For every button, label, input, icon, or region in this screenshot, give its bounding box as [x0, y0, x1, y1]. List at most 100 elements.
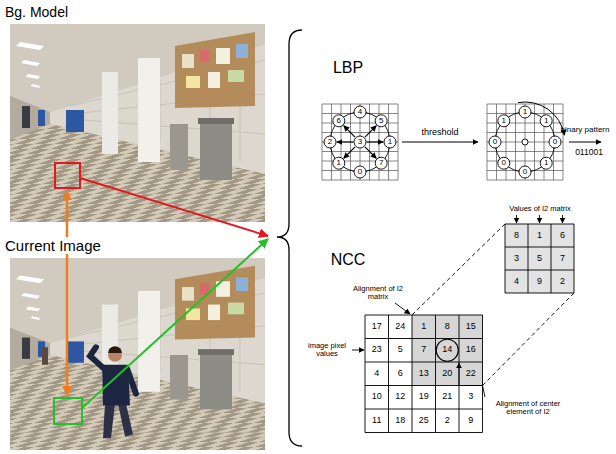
center-value: 3 — [358, 138, 362, 147]
illustration-part — [539, 215, 540, 223]
illustration-part — [354, 136, 366, 148]
illustration-part — [127, 369, 136, 394]
illustration-part — [354, 106, 366, 118]
illustration-part — [10, 258, 265, 450]
grid-cell: 23 — [372, 345, 382, 355]
grid-cell: 13 — [419, 369, 429, 379]
illustration-part — [518, 102, 564, 135]
illustration-part — [384, 136, 396, 148]
illustration-part — [352, 350, 364, 351]
illustration-part — [375, 115, 387, 127]
grid-cell: 10 — [372, 392, 382, 402]
green-patch — [54, 398, 82, 424]
section-title: NCC — [331, 251, 366, 269]
illustration-part — [352, 215, 563, 397]
matrix-caption: Values of I2 matrix — [509, 205, 571, 213]
person — [42, 346, 136, 438]
illustration-part — [505, 224, 574, 293]
grid-cell: 18 — [395, 416, 405, 426]
matrix-cell: 2 — [560, 277, 565, 287]
illustration-part — [412, 315, 483, 386]
illustration-part — [562, 215, 563, 223]
illustration-part — [365, 126, 376, 137]
illustration-part — [108, 346, 122, 353]
grid-cell: 5 — [398, 345, 403, 355]
callout-label: Alignment of I2 matrix — [349, 285, 407, 302]
comparison-arrow — [66, 191, 69, 395]
curly-brace — [277, 30, 302, 446]
grid-cell: 15 — [466, 322, 476, 332]
illustration-part — [516, 215, 517, 223]
binary-value: 0 — [502, 159, 506, 168]
illustration-part — [498, 115, 510, 127]
illustration-part — [365, 315, 483, 433]
image-heading: Bg. Model — [3, 4, 70, 20]
neighbor-value: 4 — [358, 108, 362, 117]
illustration-part — [103, 403, 115, 438]
grid-cell: 21 — [442, 392, 452, 402]
red-patch — [55, 163, 80, 188]
binary-value: 1 — [523, 108, 527, 117]
illustration-part — [354, 166, 366, 178]
illustration-part — [344, 126, 355, 137]
red-arrow — [80, 178, 268, 236]
grid-cell: 12 — [395, 392, 405, 402]
grid-cell: 17 — [372, 322, 382, 332]
grid-cell: 3 — [468, 392, 473, 402]
binary-value: 0 — [553, 138, 557, 147]
illustration-part — [330, 112, 390, 172]
illustration-part — [42, 347, 48, 364]
grid-cell: 8 — [445, 322, 450, 332]
grid-cell: 14 — [442, 345, 452, 355]
matrix-cell: 6 — [560, 231, 565, 241]
binary-code: 011001 — [575, 148, 603, 157]
grid-cell: 4 — [374, 369, 379, 379]
illustration-part — [324, 136, 336, 148]
grid-cell: 1 — [421, 322, 426, 332]
grid-cell: 6 — [398, 369, 403, 379]
grid-cell: 7 — [421, 345, 426, 355]
binary-value: 0 — [523, 168, 527, 177]
background-photo — [10, 24, 265, 222]
illustration-part — [489, 136, 501, 148]
neighbor-value: 5 — [379, 116, 383, 125]
illustration-part — [395, 303, 410, 314]
neighbor-value: 2 — [328, 138, 332, 147]
binary-value: 1 — [502, 116, 506, 125]
grid-cell: 11 — [372, 416, 381, 426]
illustration-part — [505, 224, 574, 293]
neighbor-value: 1 — [337, 159, 341, 168]
illustration-part — [337, 126, 383, 159]
green-arrow — [82, 239, 268, 408]
illustration-part — [367, 141, 383, 142]
illustration-part — [540, 157, 552, 169]
grid-cell: 2 — [445, 416, 450, 426]
illustration-part — [412, 224, 574, 386]
illustration-part — [322, 104, 398, 180]
neighbor-value: 0 — [358, 168, 362, 177]
matrix-cell: 5 — [537, 254, 542, 264]
binary-value: 1 — [544, 116, 548, 125]
output-label: binary pattern — [561, 126, 610, 135]
photo-panel: Bg. Model — [10, 24, 265, 222]
illustration-part — [333, 115, 345, 127]
illustration-part — [436, 339, 458, 361]
binary-value: 0 — [493, 138, 497, 147]
grid-cell: 20 — [442, 369, 452, 379]
arrow-label: threshold — [421, 128, 458, 138]
matrix-cell: 4 — [514, 277, 519, 287]
binary-value: 1 — [544, 159, 548, 168]
illustration-part — [118, 403, 133, 436]
image-heading: Current Image — [3, 237, 103, 254]
illustration-part — [549, 136, 561, 148]
lbp-figure — [322, 102, 601, 180]
illustration-part — [522, 139, 528, 145]
illustration-part — [519, 166, 531, 178]
illustration-part — [375, 157, 387, 169]
grid-cell: 16 — [466, 345, 476, 355]
grid-cell: 9 — [468, 416, 473, 426]
ncc-figure — [352, 215, 574, 433]
grid-cell: 25 — [419, 416, 429, 426]
illustration-part — [333, 157, 345, 169]
